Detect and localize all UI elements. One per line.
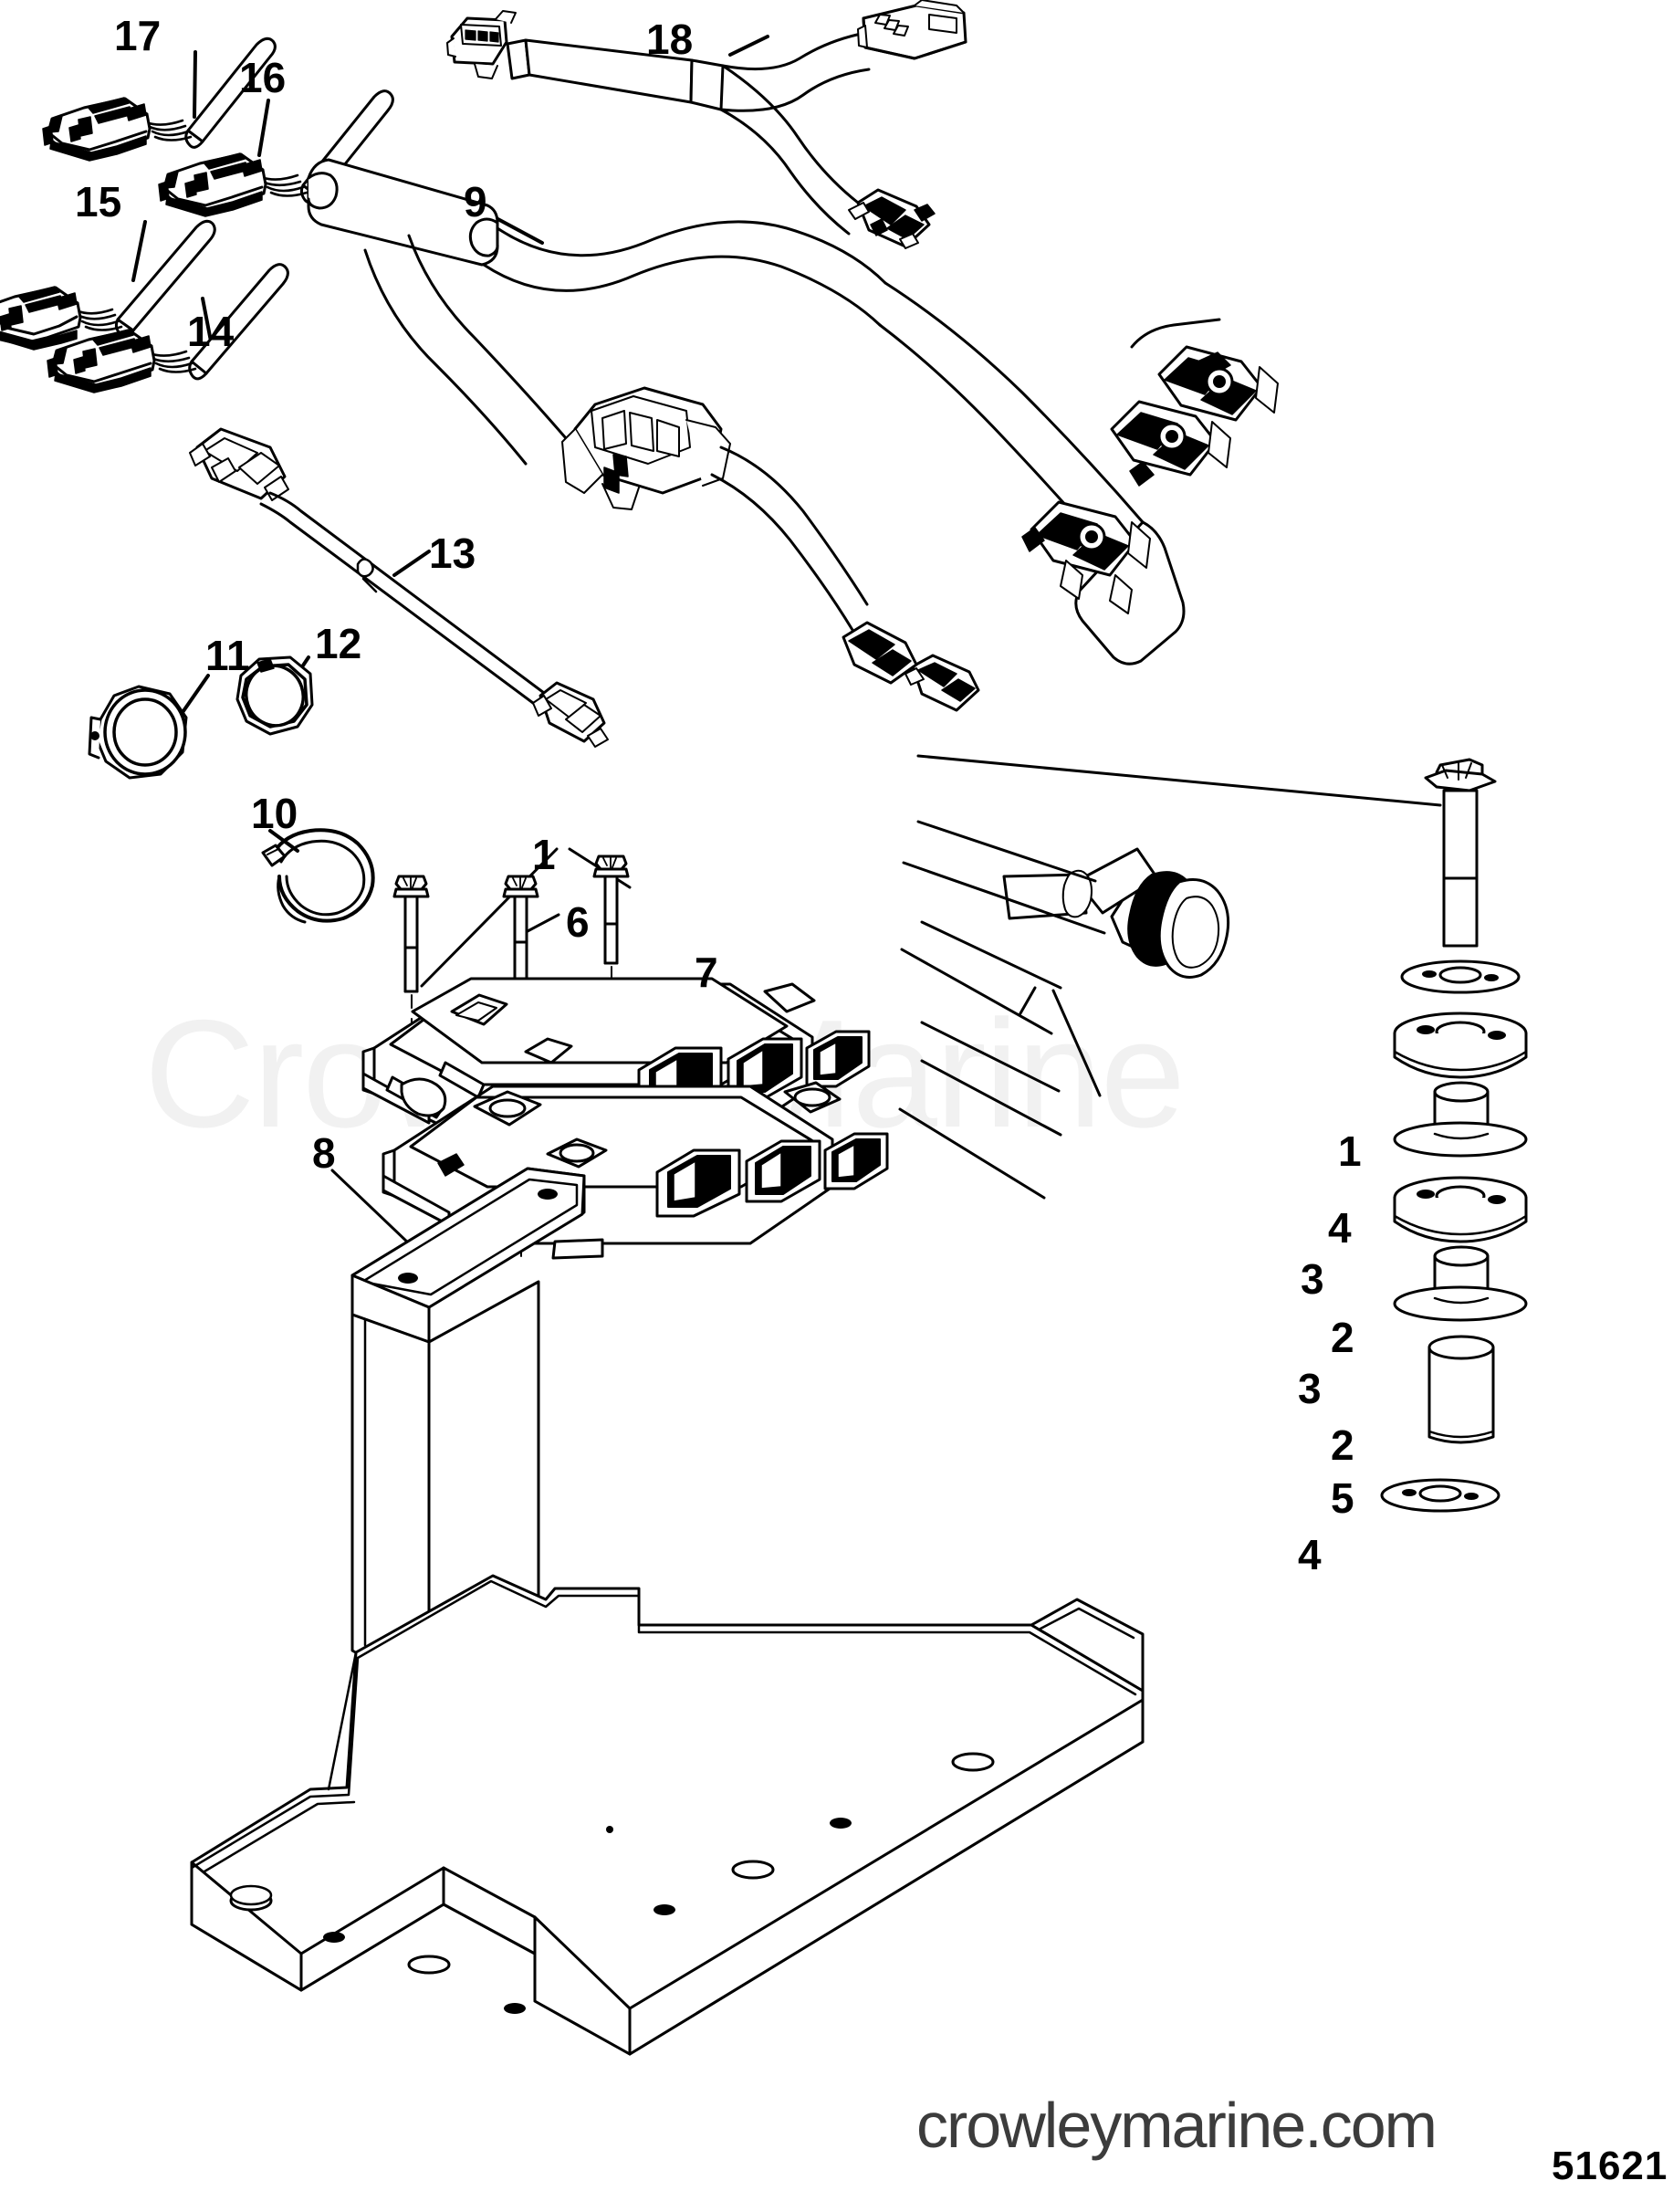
hardware-spacer-2-upper — [1393, 1081, 1528, 1158]
hardware-bolt-1 — [1424, 758, 1497, 948]
callout-12: 12 — [315, 620, 362, 667]
callout-9: 9 — [464, 178, 487, 225]
callout-11: 11 — [205, 632, 250, 679]
callout-13: 13 — [429, 529, 476, 577]
part-lead-13 — [189, 427, 609, 748]
part-bracket-8 — [190, 1167, 1145, 2056]
hardware-grommet-3-upper — [1393, 1012, 1528, 1079]
callout-hardware-2-lower: 2 — [1331, 1421, 1354, 1469]
ecu-lower-half — [382, 1081, 889, 1260]
hardware-grommet-3-lower — [1393, 1176, 1528, 1243]
part-cable-tie-10 — [261, 828, 375, 924]
callout-17: 17 — [114, 12, 162, 59]
callout-10: 10 — [251, 790, 298, 837]
part-connector-14 — [47, 263, 289, 393]
callout-hardware-2-upper: 2 — [1331, 1314, 1354, 1361]
callout-6: 6 — [566, 898, 590, 946]
hardware-spacer-2-lower — [1393, 1245, 1528, 1322]
callout-hardware-4-top: 4 — [1328, 1204, 1352, 1252]
hardware-stack — [898, 754, 1528, 1513]
callout-15: 15 — [75, 178, 122, 225]
part-bolts-1-6 — [392, 847, 632, 1261]
callout-hardware-3-lower: 3 — [1298, 1365, 1322, 1412]
part-harness-18 — [446, 0, 967, 249]
part-grommet-12 — [235, 655, 314, 736]
diagram-number-label: 51621 — [1552, 2144, 1668, 2188]
hardware-washer-4-top — [1400, 959, 1521, 994]
hardware-sleeve-5 — [1427, 1335, 1495, 1444]
callout-hardware-3-upper: 3 — [1301, 1255, 1324, 1303]
callout-7: 7 — [695, 949, 718, 996]
part-harness-9 — [307, 158, 1279, 979]
callout-16: 16 — [239, 54, 287, 101]
hardware-washer-4-bottom — [1380, 1478, 1500, 1513]
callout-18: 18 — [646, 16, 694, 63]
callout-8: 8 — [312, 1129, 336, 1177]
part-ecu-7 — [361, 977, 1102, 1260]
callout-ecu-bolt-1: 1 — [532, 831, 556, 878]
part-connector-15 — [0, 219, 216, 351]
part-connector-17 — [42, 37, 277, 162]
callout-hardware-4-bottom: 4 — [1298, 1531, 1322, 1578]
part-grommet-11 — [88, 674, 210, 780]
callout-14: 14 — [187, 308, 235, 355]
site-url-label: crowleymarine.com — [916, 2090, 1438, 2161]
callout-hardware-1: 1 — [1338, 1127, 1362, 1175]
callout-hardware-5: 5 — [1331, 1474, 1354, 1522]
